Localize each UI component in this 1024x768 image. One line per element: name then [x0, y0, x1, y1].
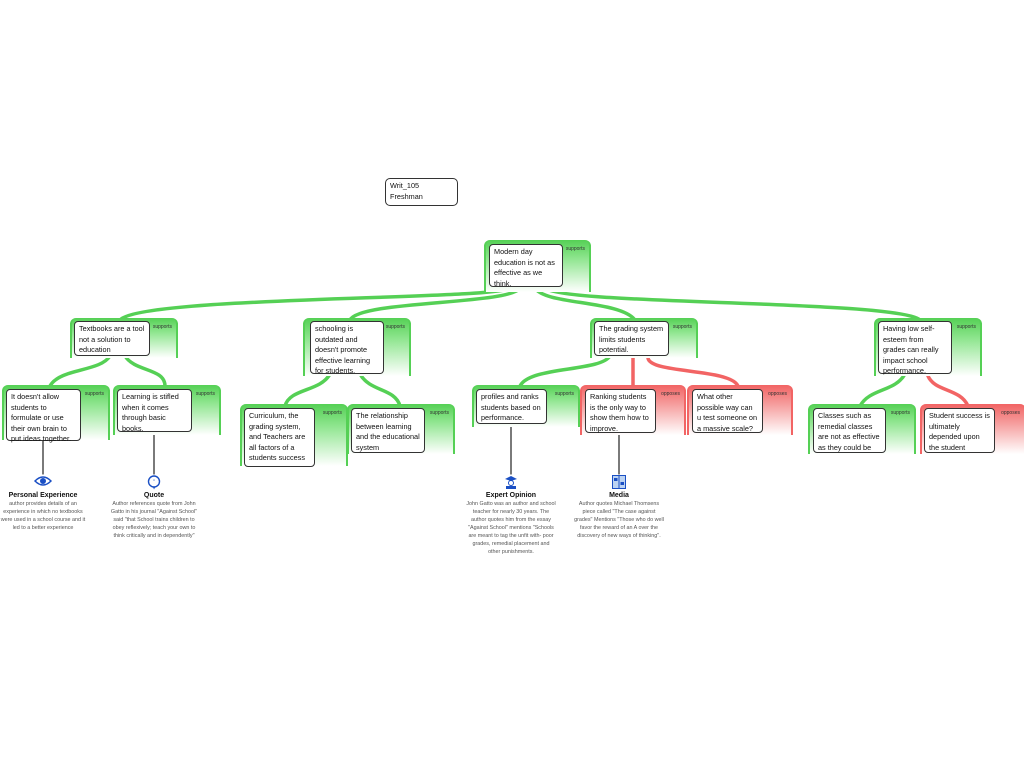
note-line1: Writ_105: [390, 181, 420, 190]
claim-profiles[interactable]: profiles and ranks students based on per…: [476, 389, 547, 424]
supports-label: supports: [890, 410, 910, 416]
evidence-text: author provides details of an experience…: [0, 501, 86, 531]
evidence-type: Personal Experience: [8, 492, 78, 499]
supports-label: supports: [554, 391, 574, 397]
supports-label: supports: [322, 410, 342, 416]
evidence-type: Media: [609, 492, 629, 499]
opposes-label: opposes: [661, 391, 680, 397]
supports-label: supports: [385, 324, 405, 330]
claim-schooling[interactable]: schooling is outdated and doesn't promot…: [310, 321, 384, 375]
supports-label: supports: [152, 324, 172, 330]
media-icon: [612, 475, 626, 489]
speech-bubble-icon: ": [147, 475, 161, 490]
supports-label: supports: [429, 410, 449, 416]
supports-label: supports: [956, 324, 976, 330]
claim-curriculum[interactable]: Curriculum, the grading system, and Teac…: [244, 408, 315, 467]
evidence-text: Author quotes Michael Thomsens piece cal…: [574, 501, 664, 539]
evidence-type: Expert Opinion: [485, 492, 537, 499]
evidence-type: Quote: [143, 492, 165, 499]
supports-label: supports: [565, 246, 585, 252]
supports-label: supports: [84, 391, 104, 397]
evidence-media[interactable]: Media Author quotes Michael Thomsens pie…: [574, 475, 664, 540]
graduate-icon: [505, 476, 517, 489]
claim-student-success[interactable]: Student success is ultimately depended u…: [924, 408, 995, 453]
opposes-label: opposes: [1001, 410, 1020, 416]
note-box[interactable]: Writ_105 Freshman: [385, 178, 458, 206]
claim-textbooks[interactable]: Textbooks are a tool not a solution to e…: [74, 321, 150, 356]
claim-grading[interactable]: The grading system limits students poten…: [594, 321, 669, 356]
claim-brain[interactable]: It doesn't allow students to formulate o…: [6, 389, 81, 443]
evidence-personal-experience[interactable]: Personal Experience author provides deta…: [0, 475, 88, 532]
evidence-text: Author references quote from John Gatto …: [110, 501, 198, 539]
svg-text:": ": [153, 480, 155, 486]
claim-self-esteem[interactable]: Having low self-esteem from grades can r…: [878, 321, 952, 375]
root-claim[interactable]: Modern day education is not as effective…: [489, 244, 563, 288]
note-line2: Freshman: [390, 191, 423, 201]
evidence-expert-opinion[interactable]: Expert Opinion John Gatto was an author …: [466, 475, 556, 556]
claim-stifled[interactable]: Learning is stifled when it comes throug…: [117, 389, 192, 433]
evidence-text: John Gatto was an author and school teac…: [466, 501, 556, 555]
claim-relationship[interactable]: The relationship between learning and th…: [351, 408, 425, 453]
claim-remedial[interactable]: Classes such as remedial classes are not…: [813, 408, 886, 453]
supports-label: supports: [672, 324, 692, 330]
supports-label: supports: [195, 391, 215, 397]
claim-ranking[interactable]: Ranking students is the only way to show…: [585, 389, 656, 433]
evidence-quote[interactable]: " Quote Author references quote from Joh…: [109, 475, 199, 540]
claim-other-way[interactable]: What other possible way can u test someo…: [692, 389, 763, 433]
eye-icon: [34, 476, 52, 486]
opposes-label: opposes: [768, 391, 787, 397]
